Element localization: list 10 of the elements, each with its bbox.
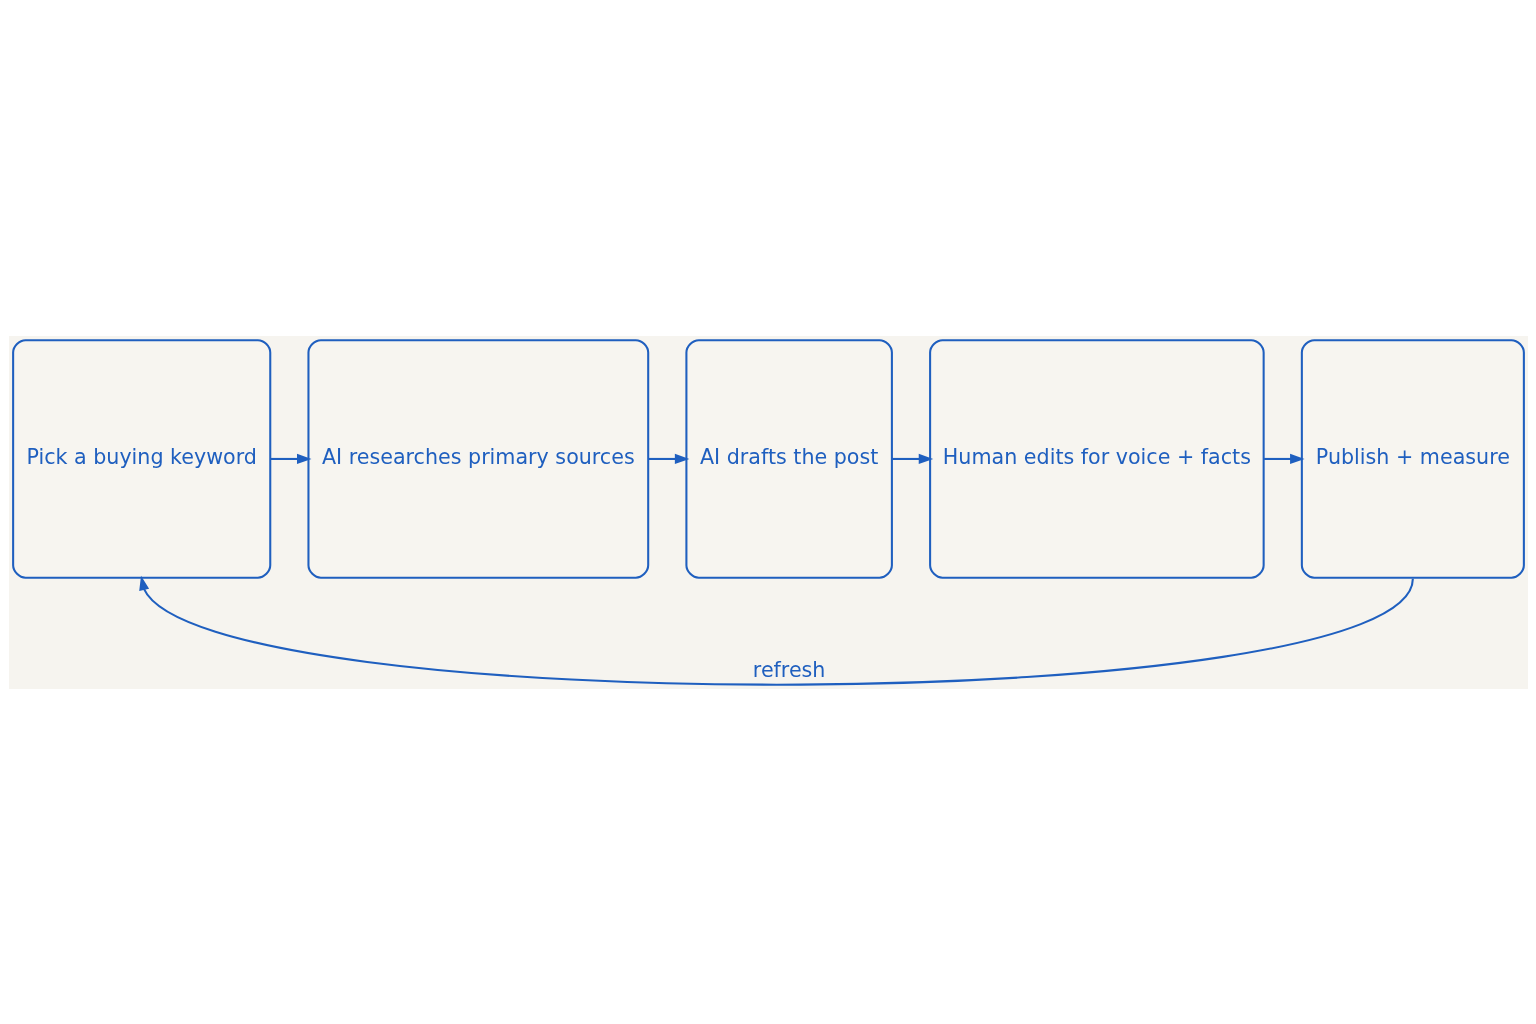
- edge-label: refresh: [752, 657, 825, 682]
- arrow: [648, 453, 689, 464]
- node-box: AI drafts the post: [684, 338, 893, 579]
- arrow: [270, 453, 311, 464]
- node-box: Human edits for voice + facts: [928, 338, 1265, 579]
- node-box: Pick a buying keyword: [11, 338, 271, 579]
- arrow: [891, 453, 933, 464]
- node-box: AI researches primary sources: [306, 338, 649, 579]
- node-box: Publish + measure: [1300, 338, 1525, 579]
- arrow: [1263, 453, 1305, 464]
